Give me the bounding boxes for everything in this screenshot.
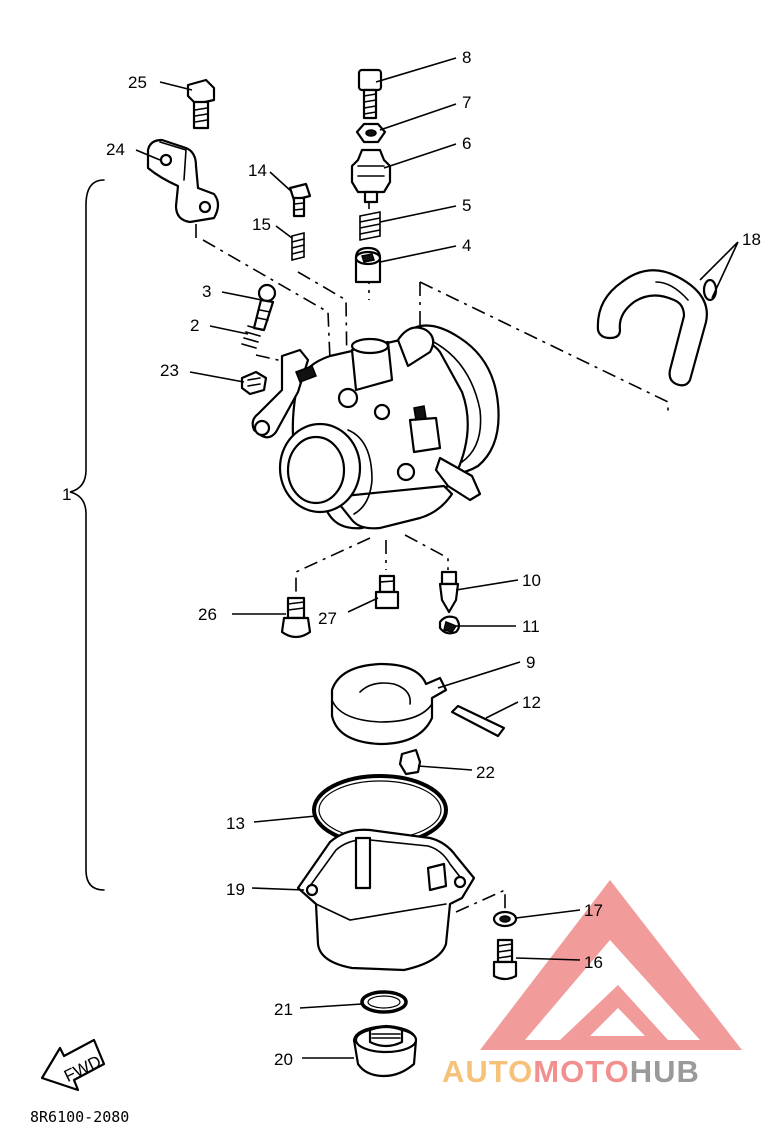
clip-11 xyxy=(438,615,461,635)
callout-20: 20 xyxy=(274,1050,293,1069)
plug-20 xyxy=(352,1024,418,1078)
callout-7: 7 xyxy=(462,93,471,112)
screw-8 xyxy=(357,68,383,120)
callout-17: 17 xyxy=(584,901,603,920)
svg-text:AUTOMOTOHUB: AUTOMOTOHUB xyxy=(442,1054,700,1089)
spring-2 xyxy=(241,325,263,349)
spring-5 xyxy=(359,211,381,241)
bolt-25 xyxy=(186,78,216,130)
callout-2: 2 xyxy=(190,316,199,335)
watermark-wordmark: AUTOMOTOHUB xyxy=(442,1054,700,1089)
jet-27 xyxy=(374,574,400,610)
callout-6: 6 xyxy=(462,134,471,153)
callout-12: 12 xyxy=(522,693,541,712)
watermark-moto: MOTO xyxy=(533,1054,629,1089)
callout-3: 3 xyxy=(202,282,211,301)
assembly-bracket xyxy=(69,179,105,891)
needle-valve-10 xyxy=(438,570,460,614)
callout-numbers: 25 24 14 15 8 7 6 5 4 3 2 23 18 1 26 27 … xyxy=(62,48,761,1069)
screw-16 xyxy=(492,938,518,981)
spring-15 xyxy=(291,232,305,261)
callout-9: 9 xyxy=(526,653,535,672)
callout-22: 22 xyxy=(476,763,495,782)
callout-25: 25 xyxy=(128,73,147,92)
hose-18 xyxy=(596,269,718,387)
callout-18: 18 xyxy=(742,230,761,249)
callout-5: 5 xyxy=(462,196,471,215)
callout-21: 21 xyxy=(274,1000,293,1019)
callout-23: 23 xyxy=(160,361,179,380)
callout-1: 1 xyxy=(62,485,71,504)
bracket-plate-24 xyxy=(146,138,220,224)
nut-7 xyxy=(355,122,387,144)
callout-13: 13 xyxy=(226,814,245,833)
o-ring-21 xyxy=(360,990,408,1014)
callout-16: 16 xyxy=(584,953,603,972)
callout-11: 11 xyxy=(522,617,540,636)
carburetor-body xyxy=(251,324,500,530)
washer-17 xyxy=(492,910,518,928)
float-pin-12 xyxy=(450,704,506,738)
drawing-code: 8R6100-2080 xyxy=(30,1108,129,1126)
front-arrow-marker: FWD xyxy=(40,1038,106,1092)
watermark-hub: HUB xyxy=(630,1054,700,1089)
cap-6 xyxy=(350,148,392,204)
drain-screw-22 xyxy=(398,748,422,776)
screw-14 xyxy=(288,182,312,218)
screw-3 xyxy=(252,283,277,332)
jet-26 xyxy=(280,596,312,639)
callout-27: 27 xyxy=(318,609,337,628)
callout-4: 4 xyxy=(462,236,471,255)
callout-15: 15 xyxy=(252,215,271,234)
callout-24: 24 xyxy=(106,140,125,159)
callout-10: 10 xyxy=(522,571,541,590)
screw-23 xyxy=(240,370,268,396)
float-chamber-19 xyxy=(296,828,476,972)
callout-8: 8 xyxy=(462,48,471,67)
watermark-logo-triangle xyxy=(480,880,742,1050)
watermark-auto: AUTO xyxy=(442,1054,533,1089)
callout-19: 19 xyxy=(226,880,245,899)
callout-26: 26 xyxy=(198,605,217,624)
throttle-valve-4 xyxy=(354,246,382,284)
leader-lines xyxy=(135,57,739,1059)
callout-14: 14 xyxy=(248,161,267,180)
float-9 xyxy=(330,662,448,746)
